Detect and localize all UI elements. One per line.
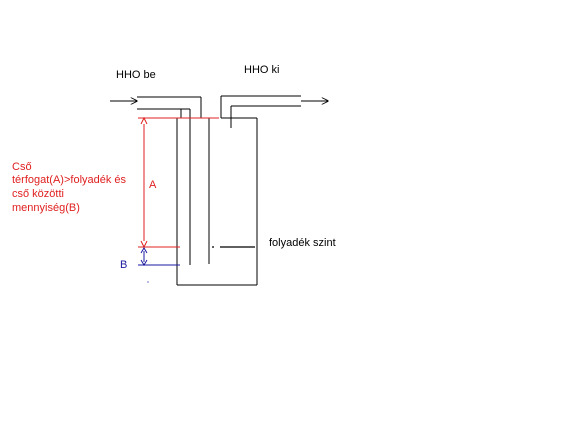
volume-note: Cső térfogat(A)>folyadék és cső közötti … [12,161,127,214]
dimension-b [138,247,180,266]
liquid-level-label: folyadék szint [269,237,336,249]
note-line-1: Cső [12,161,32,173]
hho-in-label: HHO be [116,69,156,81]
note-line-2: térfogat(A)>folyadék és [12,174,127,186]
container-vessel [176,117,258,286]
outlet-pipe [220,95,301,128]
note-line-3: cső közötti [12,188,64,200]
inlet-pipe [137,96,202,265]
stray-dot [147,281,149,283]
dimension-a-label: A [149,179,157,191]
dimension-b-label: B [120,259,127,271]
hho-out-label: HHO ki [244,64,279,76]
dimension-a [138,116,219,249]
note-line-4: mennyiség(B) [12,202,80,214]
